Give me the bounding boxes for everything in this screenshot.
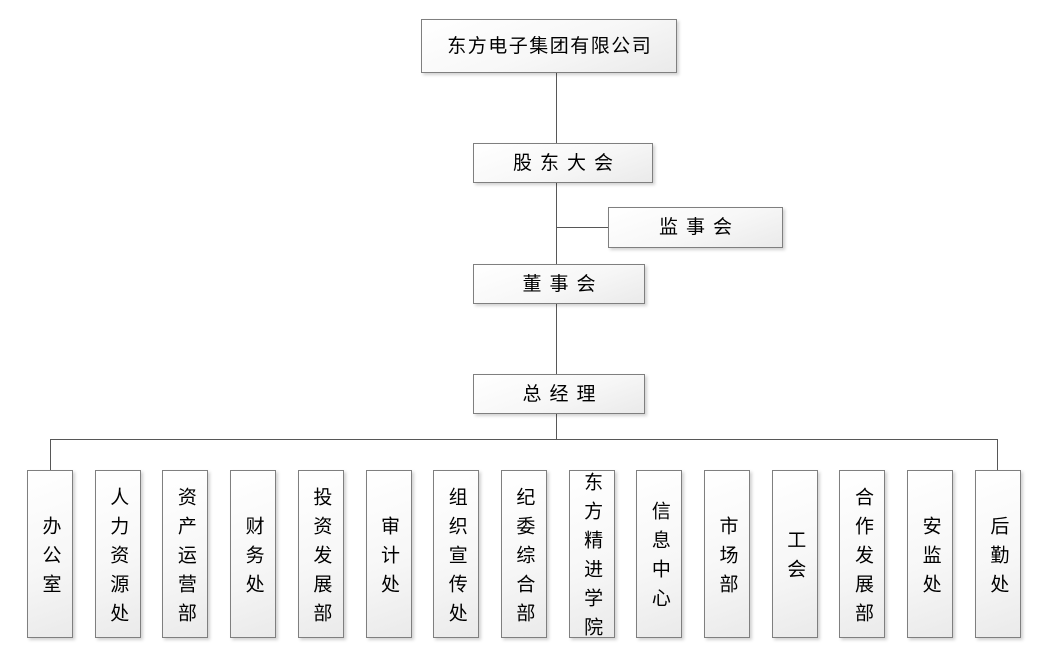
- node-supervisory-board: 监事会: [608, 207, 783, 248]
- node-dept-cooperation-development-label: 合作发展部: [851, 486, 874, 632]
- node-dept-human-resources-label: 人力资源处: [107, 486, 130, 632]
- node-company: 东方电子集团有限公司: [421, 19, 677, 73]
- node-company-label: 东方电子集团有限公司: [447, 34, 653, 57]
- node-supervisory-board-label: 监事会: [658, 216, 740, 238]
- node-dept-asset-operations-label: 资产运营部: [174, 486, 197, 632]
- node-board-of-directors: 董事会: [473, 264, 645, 304]
- connector-bus-left-drop: [50, 439, 51, 470]
- connector-gm-to-bus: [556, 414, 557, 439]
- node-dept-safety-supervision: 安监处: [907, 470, 954, 638]
- node-dept-finance-label: 财务处: [242, 515, 265, 603]
- connector-shareholders-to-board: [556, 183, 557, 264]
- node-dept-logistics-label: 后勤处: [987, 515, 1010, 603]
- node-general-manager: 总经理: [473, 374, 645, 414]
- node-shareholders-meeting-label: 股东大会: [512, 151, 621, 174]
- node-dept-office: 办公室: [27, 470, 73, 638]
- node-dept-organization-publicity-label: 组织宣传处: [445, 486, 468, 632]
- node-dept-information-center-label: 信息中心: [648, 501, 671, 617]
- node-dept-office-label: 办公室: [39, 515, 62, 603]
- node-board-of-directors-label: 董事会: [522, 272, 604, 295]
- connector-department-bus: [50, 439, 998, 440]
- node-dept-asset-operations: 资产运营部: [162, 470, 209, 638]
- node-dept-investment-development-label: 投资发展部: [310, 486, 333, 632]
- node-general-manager-label: 总经理: [522, 382, 604, 405]
- node-dept-investment-development: 投资发展部: [297, 470, 344, 638]
- node-dept-marketing: 市场部: [704, 470, 751, 638]
- node-dept-labor-union-label: 工会: [784, 530, 807, 588]
- node-dept-labor-union: 工会: [771, 470, 818, 638]
- connector-bus-right-drop: [997, 439, 998, 470]
- node-dept-discipline-inspection: 纪委综合部: [500, 470, 547, 638]
- connector-board-to-gm: [556, 304, 557, 374]
- node-dept-logistics: 后勤处: [974, 470, 1021, 638]
- node-dept-jingjin-academy: 东方精进学院: [568, 470, 615, 646]
- node-dept-information-center: 信息中心: [636, 470, 683, 638]
- connector-branch-to-supervisory: [557, 227, 608, 228]
- node-dept-discipline-inspection-label: 纪委综合部: [513, 486, 536, 632]
- node-shareholders-meeting: 股东大会: [473, 143, 653, 183]
- node-dept-cooperation-development: 合作发展部: [839, 470, 886, 638]
- node-dept-audit-label: 审计处: [378, 515, 401, 603]
- department-row: 办公室 人力资源处 资产运营部 财务处 投资发展部 审计处 组织宣传处 纪委综合…: [27, 470, 1021, 646]
- node-dept-audit: 审计处: [365, 470, 412, 638]
- node-dept-marketing-label: 市场部: [716, 515, 739, 603]
- node-dept-organization-publicity: 组织宣传处: [433, 470, 480, 638]
- node-dept-finance: 财务处: [230, 470, 277, 638]
- node-dept-safety-supervision-label: 安监处: [919, 515, 942, 603]
- connector-company-to-shareholders: [556, 73, 557, 143]
- node-dept-jingjin-academy-label: 东方精进学院: [581, 472, 604, 646]
- node-dept-human-resources: 人力资源处: [94, 470, 141, 638]
